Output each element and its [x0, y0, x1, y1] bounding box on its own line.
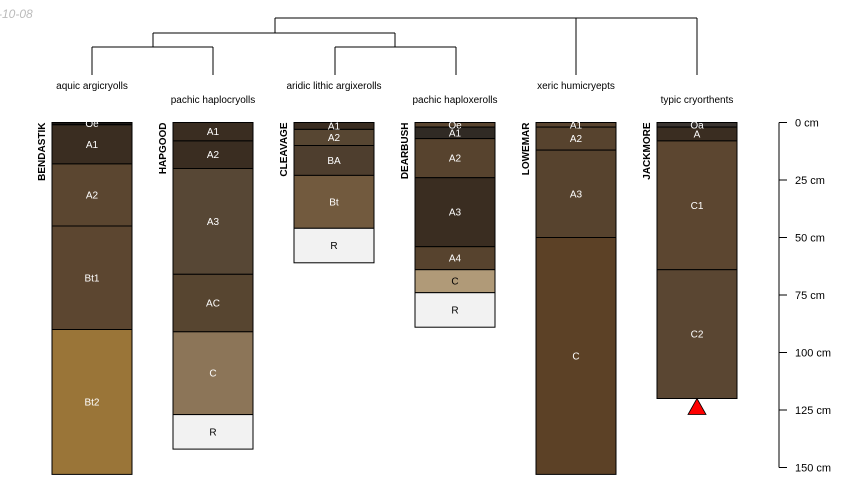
taxon-label: xeric humicryepts — [537, 81, 615, 92]
taxon-label: pachic haploxerolls — [412, 95, 497, 106]
taxon-label: typic cryorthents — [661, 95, 734, 106]
horizon-label: Bt1 — [84, 273, 99, 284]
horizon-ba — [293, 145, 375, 176]
horizon-label: R — [451, 305, 458, 316]
horizon-label: Bt — [329, 197, 339, 208]
taxon-label: aquic argicryolls — [56, 81, 128, 92]
horizon-label: Oe — [85, 119, 99, 130]
profile-id-label: CLEAVAGE — [279, 122, 290, 176]
horizon-a2 — [51, 163, 133, 227]
horizon-r — [414, 292, 496, 328]
horizon-label: A1 — [328, 121, 341, 132]
horizon-c — [535, 237, 617, 475]
horizon-a3 — [535, 149, 617, 239]
horizon-c — [172, 331, 254, 416]
horizon-label: BA — [327, 156, 341, 167]
horizon-label: A1 — [207, 127, 220, 138]
horizon-label: A4 — [449, 254, 462, 265]
horizon-label: A2 — [207, 150, 220, 161]
truncation-marker-icon — [687, 397, 707, 415]
axis-tick-label: 100 cm — [795, 348, 831, 360]
profile-id-label: LOWEMAR — [521, 122, 532, 176]
horizon-label: R — [209, 427, 216, 438]
axis-tick-label: 150 cm — [795, 463, 831, 475]
horizon-label: R — [330, 241, 337, 252]
profile-id-label: HAPGOOD — [158, 123, 169, 175]
horizon-a2 — [414, 138, 496, 179]
horizon-label: A1 — [570, 120, 583, 131]
axis-tick-label: 50 cm — [795, 233, 825, 245]
horizon-r — [293, 227, 375, 264]
horizon-label: AC — [206, 299, 220, 310]
horizon-label: A2 — [449, 154, 462, 165]
horizon-ac — [172, 273, 254, 333]
axis-tick-label: 125 cm — [795, 405, 831, 417]
horizon-label: A2 — [328, 133, 341, 144]
horizon-c2 — [656, 269, 738, 400]
horizon-label: C — [209, 369, 216, 380]
horizon-label: Oe — [448, 120, 462, 131]
horizon-label: Oa — [690, 120, 704, 131]
horizon-label: C — [572, 351, 579, 362]
profile-id-label: JACKMORE — [642, 122, 653, 180]
axis-tick-label: 0 cm — [795, 118, 819, 130]
horizon-label: A1 — [449, 128, 462, 139]
dendrogram — [91, 17, 698, 75]
axis-tick-label: 25 cm — [795, 175, 825, 187]
horizon-label: A3 — [570, 189, 583, 200]
horizon-label: A3 — [449, 208, 462, 219]
horizon-bt1 — [51, 225, 133, 330]
horizon-label: C2 — [691, 330, 704, 341]
profile-id-label: BENDASTIK — [37, 122, 48, 181]
horizon-label: C — [451, 277, 458, 288]
horizon-label: A2 — [570, 134, 583, 145]
taxon-label: pachic haplocryolls — [171, 95, 256, 106]
horizon-label: A2 — [86, 190, 99, 201]
corner-date-text: -10-08 — [0, 7, 33, 21]
horizon-bt2 — [51, 329, 133, 475]
horizon-label: A1 — [86, 140, 99, 151]
horizon-c1 — [656, 140, 738, 271]
horizon-a2 — [172, 140, 254, 169]
horizon-labels: OeA1A2Bt1Bt2A1A2A3ACCRA1A2BABtROeA1A2A3A… — [84, 119, 704, 438]
axis-tick-label: 75 cm — [795, 290, 825, 302]
horizon-label: A3 — [207, 217, 220, 228]
horizon-label: C1 — [691, 201, 704, 212]
horizon-bt — [293, 174, 375, 229]
depth-axis: 0 cm 25 cm 50 cm 75 cm 100 cm 125 cm 150 cm — [778, 118, 831, 475]
horizon-a3 — [172, 168, 254, 275]
horizon-label: A — [694, 130, 701, 141]
horizon-a1 — [51, 124, 133, 165]
horizon-label: Bt2 — [84, 397, 99, 408]
taxon-label: aridic lithic argixerolls — [286, 81, 381, 92]
profile-id-label: DEARBUSH — [400, 123, 411, 180]
horizon-r — [172, 414, 254, 450]
